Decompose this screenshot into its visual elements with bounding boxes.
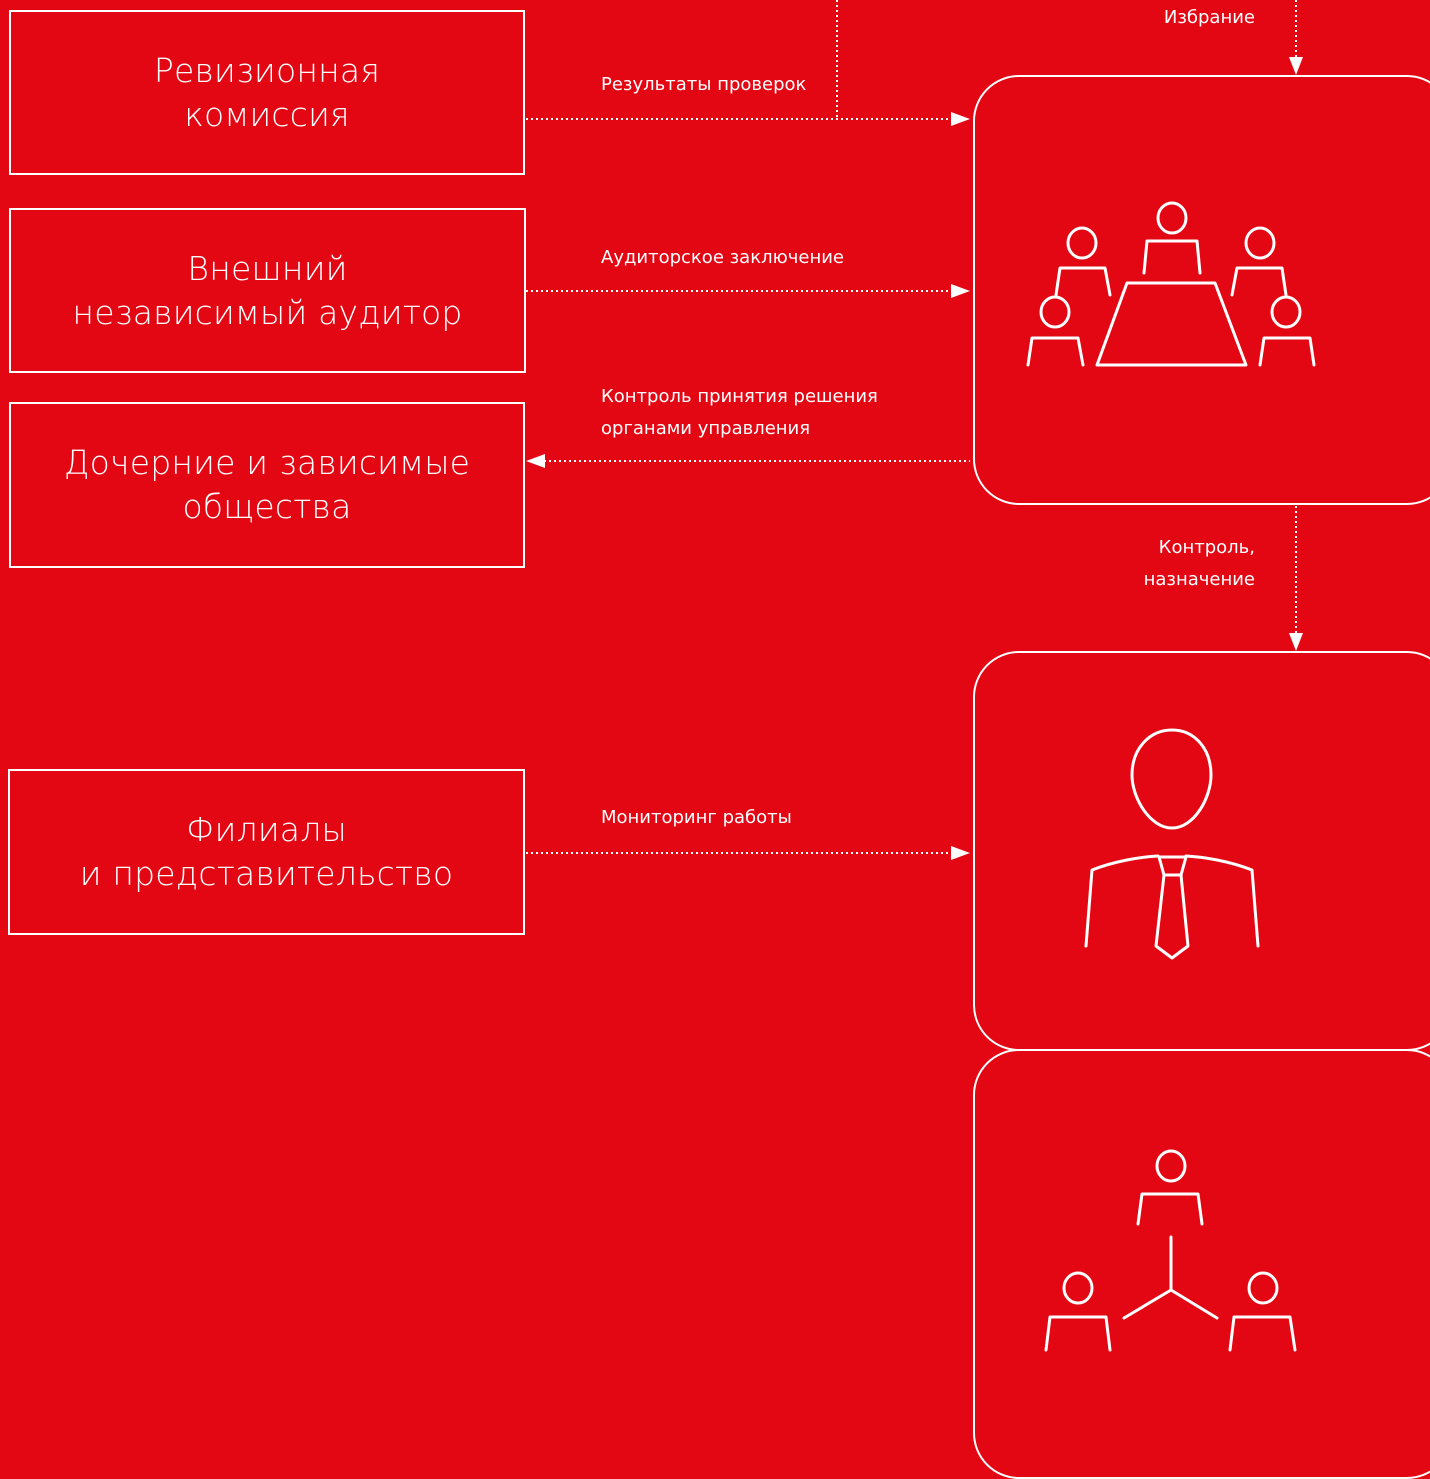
- connector-lines: [526, 0, 1303, 860]
- external-auditor-box: Внешний независимый аудитор: [9, 208, 526, 373]
- revision-commission-label: Ревизионная комиссия: [153, 50, 381, 134]
- arrowhead-left: [526, 454, 545, 468]
- arrowhead-down: [1289, 57, 1303, 75]
- arrowhead-down: [1289, 633, 1303, 651]
- decision-control-label: Контроль принятия решения органами управ…: [601, 386, 878, 439]
- subsidiaries-label: Дочерние и зависимые общества: [63, 443, 471, 526]
- arrowhead-right: [951, 284, 970, 298]
- board-meeting-icon: [1026, 201, 1316, 367]
- branches-box: Филиалы и представительство: [8, 769, 525, 935]
- control-appointment-label: Контроль, назначение: [1143, 537, 1255, 590]
- external-auditor-label: Внешний независимый аудитор: [72, 248, 463, 332]
- branches-label: Филиалы и представительство: [79, 810, 454, 893]
- management-team-icon: [1044, 1149, 1297, 1352]
- work-monitoring-label: Мониторинг работы: [601, 807, 792, 828]
- arrowhead-right: [951, 112, 970, 126]
- revision-commission-box: Ревизионная комиссия: [9, 10, 525, 175]
- board-panel: [973, 75, 1430, 505]
- election-label: Избрание: [1163, 7, 1255, 28]
- audit-report-label: Аудиторское заключение: [601, 247, 844, 268]
- arrowhead-right: [951, 846, 970, 860]
- executive-person-icon: [1084, 728, 1260, 960]
- subsidiaries-box: Дочерние и зависимые общества: [9, 402, 525, 568]
- audit-results-label: Результаты проверок: [601, 74, 807, 95]
